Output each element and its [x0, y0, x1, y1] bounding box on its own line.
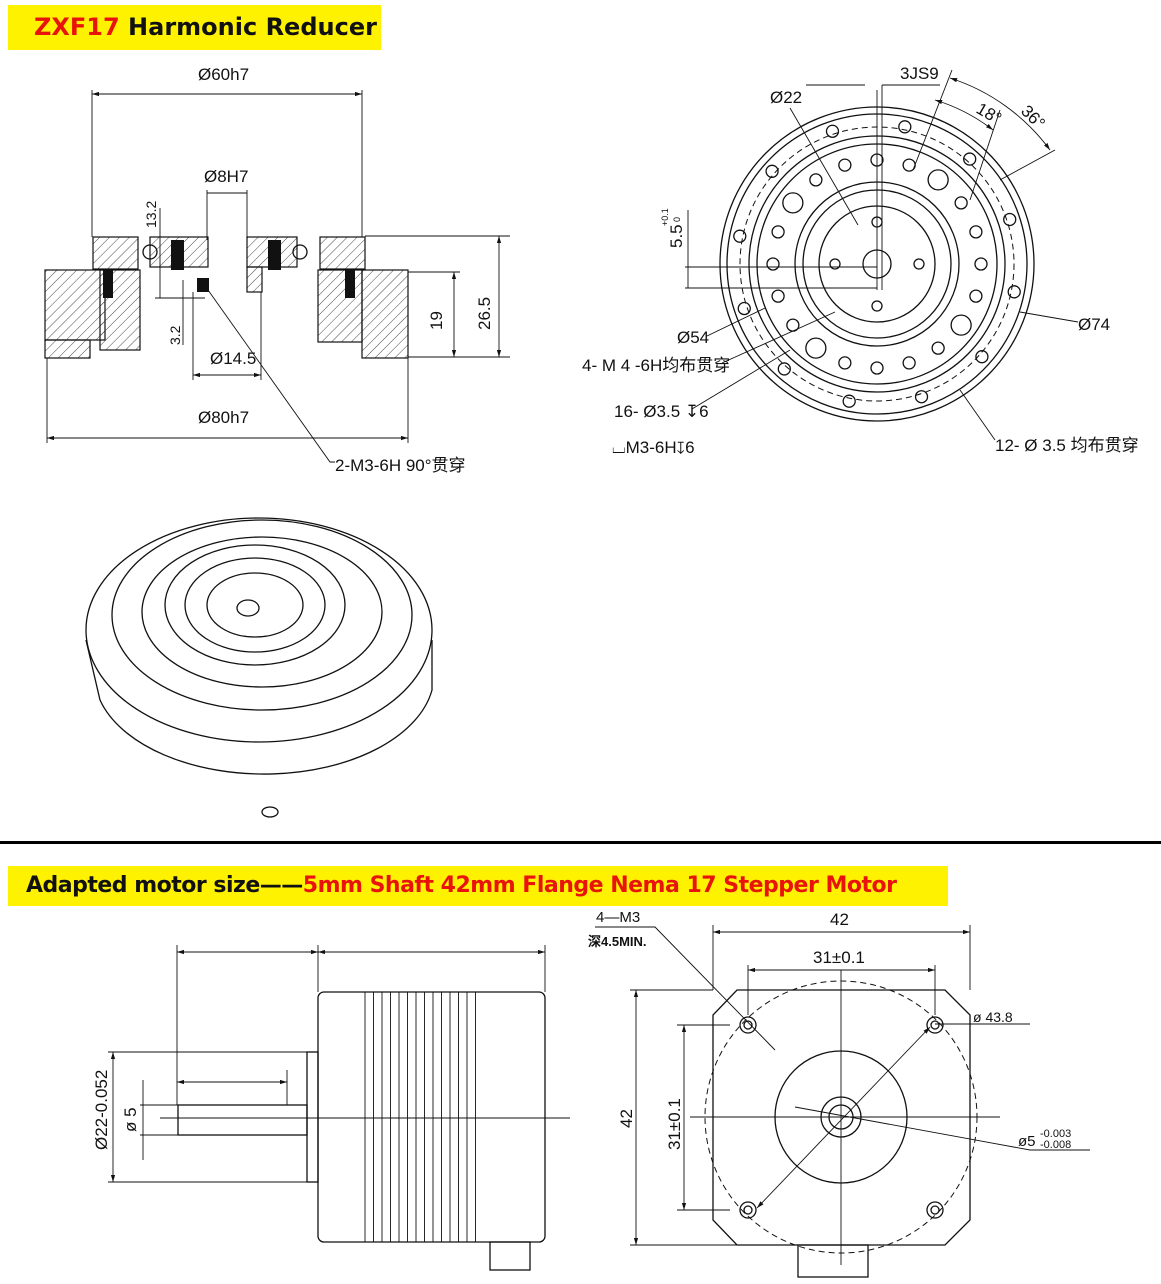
dim-key: 3JS9: [900, 64, 939, 83]
dim-angle-18: 18°: [973, 99, 1005, 128]
mount-hole-inner: [743, 1020, 753, 1030]
bolt-hole: [954, 196, 968, 210]
bolt-hole: [870, 361, 884, 375]
mount-hole-inner: [743, 1205, 753, 1215]
motor-dim-shaft-tol-lower: -0.008: [1040, 1139, 1071, 1151]
bolt-hole: [931, 341, 945, 355]
mount-hole-inner: [930, 1020, 940, 1030]
bolt-hole: [927, 169, 949, 191]
outer-hole: [765, 164, 779, 178]
m4-hole: [871, 300, 883, 312]
dim-d22: Ø22: [770, 88, 802, 107]
motor-callout-m3: 4—M3: [596, 909, 640, 926]
outer-hole: [1003, 212, 1017, 227]
bolt-hole: [838, 158, 852, 172]
motor-front-view: 42 31±0.1 ø 43.8 42 31±0.1 4—M3 深4.5MIN.…: [588, 909, 1090, 1278]
callout-12: 12- Ø 3.5 均布贯穿: [995, 436, 1139, 455]
motor-title-banner: Adapted motor size——5mm Shaft 42mm Flang…: [8, 866, 948, 906]
m4-hole: [829, 258, 841, 270]
reducer-front-view: 3JS9 Ø22 5.5 +0.1 0 18° 36° Ø54 Ø74 4- M…: [582, 64, 1139, 457]
mount-hole: [739, 1016, 757, 1034]
reducer-section-view: Ø60h7 Ø8H7 19 26.5 13.2 3.2: [44, 65, 510, 475]
bolt-hole: [782, 192, 804, 214]
bolt-hole: [969, 289, 983, 303]
dim-d74: Ø74: [1078, 315, 1110, 334]
reducer-model: ZXF17: [34, 13, 120, 41]
dim-height-b: 3.2: [167, 325, 183, 345]
bolt-hole: [902, 356, 916, 370]
outer-hole: [825, 124, 840, 138]
dim-key-tol-lower: 0: [672, 217, 682, 222]
outer-hole: [842, 394, 856, 408]
bolt-hole: [974, 257, 988, 271]
dim-base: Ø80h7: [198, 408, 249, 427]
bolt-hole: [969, 225, 983, 239]
bolt-hole: [771, 289, 785, 303]
callout-16: 16- Ø3.5 ↧6: [614, 402, 709, 421]
dim-hub: Ø14.5: [210, 349, 256, 368]
outer-hole: [963, 152, 977, 166]
outer-hole: [898, 120, 912, 134]
reducer-name: Harmonic Reducer: [119, 13, 377, 41]
reducer-title-banner: ZXF17 Harmonic Reducer: [8, 5, 381, 50]
outer-hole: [777, 362, 791, 376]
dim-h26: 26.5: [475, 297, 494, 330]
m4-hole: [913, 258, 925, 270]
motor-dim-hole-spacing: 31±0.1: [813, 948, 865, 967]
outer-hole: [1007, 285, 1021, 299]
outer-hole: [914, 390, 929, 404]
dim-d54: Ø54: [677, 328, 709, 347]
callout-m3: ⌴M3-6H↧6: [612, 438, 695, 457]
motor-dim-pilot: Ø22-0.052: [92, 1070, 111, 1150]
dim-bore: Ø8H7: [204, 167, 248, 186]
callout-tap: 2-M3-6H 90°贯穿: [335, 456, 466, 475]
dim-key-depth: 5.5: [667, 224, 686, 248]
mount-hole: [739, 1201, 757, 1219]
motor-dim-shaft: ø 5: [121, 1107, 140, 1132]
outer-hole: [975, 350, 989, 364]
dim-h19: 19: [427, 311, 446, 330]
bolt-hole: [766, 257, 780, 271]
bolt-hole: [838, 356, 852, 370]
motor-dim-width: 42: [830, 910, 849, 929]
bolt-hole: [809, 173, 823, 187]
dim-angle-36: 36°: [1017, 101, 1049, 133]
motor-callout-depth: 深4.5MIN.: [588, 934, 647, 949]
motor-side-view: Ø22-0.052 ø 5: [92, 945, 570, 1271]
reducer-isometric-view: [85, 517, 433, 818]
motor-dim-height: 42: [617, 1109, 636, 1128]
dim-outer-flange: Ø60h7: [198, 65, 249, 84]
bolt-hole: [950, 314, 972, 336]
outer-hole: [733, 229, 747, 243]
bolt-hole: [771, 225, 785, 239]
motor-dim-hole-spacing-v: 31±0.1: [665, 1098, 684, 1150]
section-divider: [0, 841, 1161, 844]
mount-hole: [926, 1201, 944, 1219]
motor-dim-shaft-front: ø5: [1018, 1133, 1036, 1150]
motor-dim-bolt-circle: ø 43.8: [973, 1009, 1013, 1025]
motor-title-prefix: Adapted motor size——: [26, 873, 303, 898]
motor-dim-shaft-tol-upper: -0.003: [1040, 1128, 1071, 1140]
dim-height-a: 13.2: [143, 201, 159, 228]
bolt-hole: [805, 337, 827, 359]
callout-m4: 4- M 4 -6H均布贯穿: [582, 356, 730, 375]
dim-key-tol-upper: +0.1: [660, 208, 670, 226]
mount-hole: [926, 1016, 944, 1034]
outer-hole: [737, 301, 751, 316]
motor-title-highlight: 5mm Shaft 42mm Flange Nema 17 Stepper Mo…: [302, 873, 897, 898]
mount-hole-inner: [930, 1205, 940, 1215]
